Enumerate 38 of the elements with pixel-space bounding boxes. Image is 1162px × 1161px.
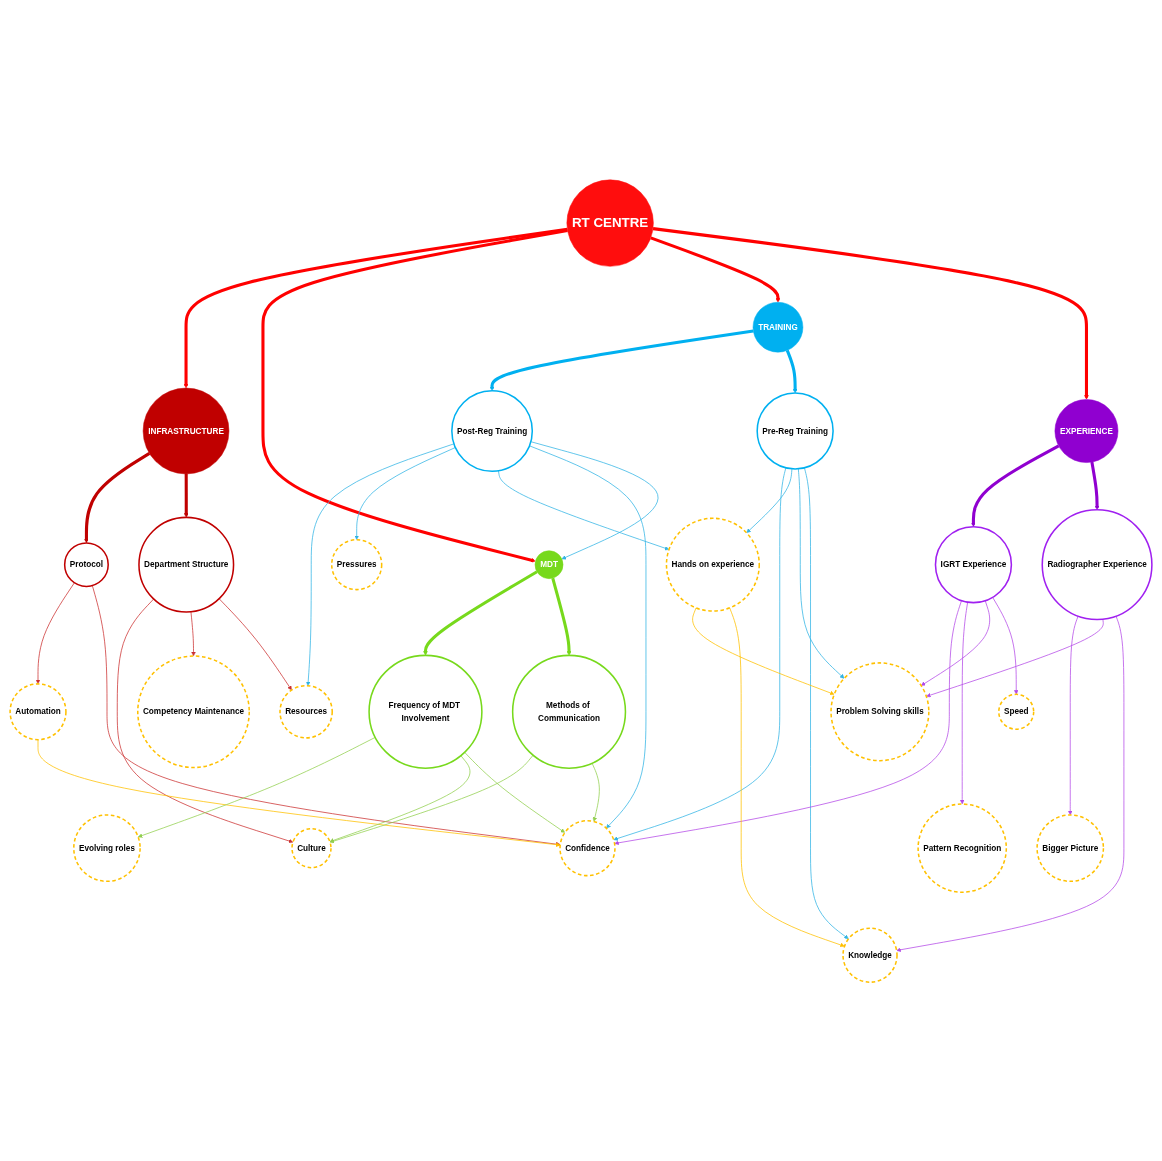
- node-circle: TRAINING: [752, 301, 804, 352]
- node-circle: Hands on experience: [665, 517, 760, 612]
- node-circle: Bigger Picture: [1036, 813, 1105, 882]
- node-circle: Competency Maintenance: [137, 654, 250, 768]
- node-circle: Methods of Communication: [511, 654, 627, 769]
- node-circle: Radiographer Experience: [1041, 508, 1153, 620]
- node-circle: RT CENTRE: [566, 179, 654, 267]
- arrow: [261, 228, 568, 562]
- node-circle: Automation: [9, 682, 67, 740]
- arrow: [551, 577, 572, 656]
- node-circle: Frequency of MDT Involvement: [368, 654, 483, 769]
- arrow: [184, 473, 189, 518]
- node-circle: Post-Reg Training: [451, 389, 534, 472]
- node-circle: MDT: [534, 549, 564, 579]
- arrow: [1090, 461, 1100, 510]
- arrow: [84, 451, 151, 543]
- node-circle: Speed: [998, 693, 1035, 730]
- node-circle: INFRASTRUCTURE: [142, 387, 230, 474]
- node-circle: Confidence: [559, 819, 616, 876]
- node-circle: EXPERIENCE: [1054, 398, 1119, 463]
- arrow: [971, 444, 1060, 527]
- node-circle: Resources: [279, 684, 333, 739]
- node-circle: IGRT Experience: [934, 525, 1013, 603]
- arrow: [183, 227, 568, 388]
- node-circle: Pressures: [330, 538, 383, 590]
- node-circle: Protocol: [63, 541, 109, 587]
- node-circle: Pre-Reg Training: [756, 391, 834, 470]
- node-circle: Culture: [291, 827, 332, 868]
- node-circle: Problem Solving skills: [830, 661, 930, 761]
- arrow: [489, 328, 754, 391]
- node-circle: Knowledge: [842, 926, 898, 983]
- node-circle: Pattern Recognition: [917, 802, 1008, 893]
- node-circle: Evolving roles: [73, 813, 141, 882]
- arrow: [423, 569, 538, 656]
- arrow: [652, 226, 1089, 400]
- arrow: [785, 349, 798, 393]
- arrow: [650, 235, 781, 302]
- node-circle: Department Structure: [138, 516, 235, 613]
